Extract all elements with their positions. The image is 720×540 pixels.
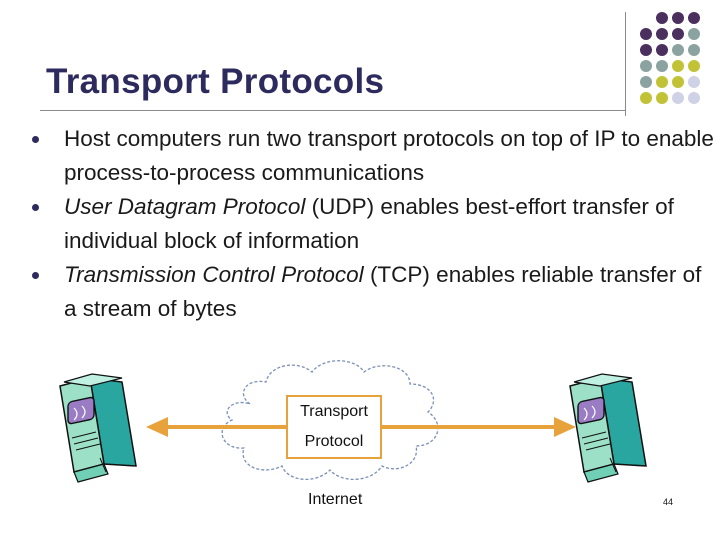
bullet-item-udp: User Datagram Protocol (UDP) enables bes…: [30, 190, 720, 258]
decor-dot: [672, 92, 684, 104]
decor-dot: [688, 12, 700, 24]
bullet-item-host: Host computers run two transport protoco…: [30, 122, 720, 190]
decor-dot: [656, 92, 668, 104]
decor-dot: [640, 92, 652, 104]
dot-grid: [640, 12, 700, 104]
transport-protocol-box: Transport Protocol: [286, 395, 382, 459]
box-line-2: Protocol: [304, 433, 364, 450]
decor-dot: [656, 60, 668, 72]
title-rule: [40, 110, 625, 111]
bullet-italic: User Datagram Protocol: [64, 194, 306, 219]
decor-dot: [640, 44, 652, 56]
bullet-list: Host computers run two transport protoco…: [30, 122, 720, 326]
computer-right-icon: [569, 373, 647, 483]
bullet-text: Host computers run two transport protoco…: [64, 126, 714, 185]
cloud-icon: [221, 360, 439, 481]
decor-dot: [640, 60, 652, 72]
transport-diagram: [59, 360, 647, 483]
computer-left-icon: [59, 373, 137, 483]
decor-dot: [656, 28, 668, 40]
bullet-text: (UDP) enables best-effort transfer of in…: [64, 194, 674, 253]
decor-dot: [688, 92, 700, 104]
dot-grid-decoration: [640, 12, 700, 104]
decor-dot: [688, 76, 700, 88]
decor-dot: [688, 28, 700, 40]
bullet-dot-icon: [32, 272, 39, 279]
decor-dot: [688, 60, 700, 72]
decor-dot: [672, 12, 684, 24]
internet-label: Internet: [308, 491, 363, 508]
decor-dot: [672, 76, 684, 88]
decor-dot: [640, 28, 652, 40]
decor-dot: [656, 76, 668, 88]
vertical-rule: [625, 12, 626, 116]
decor-dot: [688, 44, 700, 56]
box-line-1: Transport: [300, 403, 368, 420]
decor-dot: [672, 60, 684, 72]
page-number: 44: [663, 497, 674, 507]
bullet-dot-icon: [32, 136, 39, 143]
bullet-text: (TCP) enables reliable transfer of a str…: [64, 262, 702, 321]
decor-dot: [656, 44, 668, 56]
decor-dot: [672, 28, 684, 40]
decor-dot: [656, 12, 668, 24]
slide-title: Transport Protocols: [46, 62, 385, 101]
bullet-italic: Transmission Control Protocol: [64, 262, 364, 287]
bullet-item-tcp: Transmission Control Protocol (TCP) enab…: [30, 258, 720, 326]
bullet-dot-icon: [32, 204, 39, 211]
decor-dot: [672, 44, 684, 56]
decor-dot: [640, 76, 652, 88]
